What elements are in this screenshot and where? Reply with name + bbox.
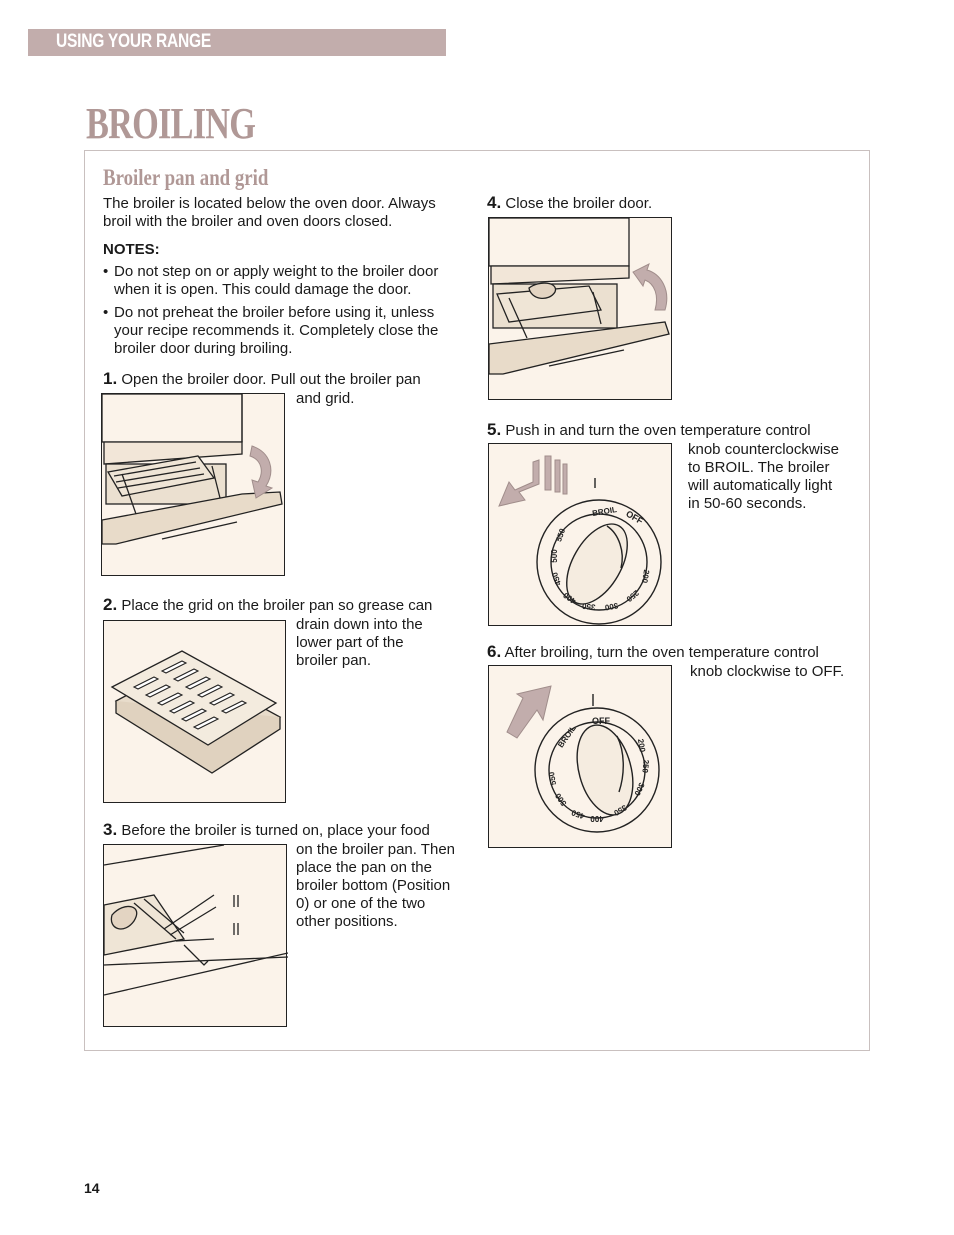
intro-line: The broiler is located below the oven do… (103, 195, 436, 212)
note-line: your recipe recommends it. Completely cl… (114, 322, 439, 339)
step-1: 1. Open the broiler door. Pull out the b… (103, 370, 421, 389)
step-line: on the broiler pan. Then (296, 841, 456, 858)
step-line: other positions. (296, 913, 398, 930)
dial-label: 450 (550, 571, 563, 587)
figure-grid-on-pan (103, 620, 286, 803)
page-title: BROILING (86, 99, 256, 148)
step-line: to BROIL. The broiler (688, 459, 830, 476)
door-close-arrow-icon (632, 263, 668, 311)
step-line: broiler pan. (296, 652, 372, 669)
figure-pan-in-oven (103, 844, 288, 1027)
step-line: 0) or one of the two (296, 895, 426, 912)
step-line: lower part of the (296, 634, 404, 651)
intro-line: broil with the broiler and oven doors cl… (103, 213, 393, 230)
step-line: Place the grid on the broiler pan so gre… (121, 597, 433, 614)
step-2: 2. Place the grid on the broiler pan so … (103, 596, 432, 615)
step-line: knob counterclockwise (688, 441, 839, 458)
step-line: in 50-60 seconds. (688, 495, 807, 512)
dial-label: BROIL (592, 505, 618, 518)
note-line: broiler door during broiling. (114, 340, 293, 357)
note-item: • Do not step on or apply weight to the … (103, 263, 463, 299)
step-line: broiler bottom (Position (296, 877, 451, 894)
dial-label: 550 (554, 527, 567, 543)
door-open-arrow-icon (249, 445, 274, 499)
step-3: 3. Before the broiler is turned on, plac… (103, 821, 430, 840)
bullet-icon: • (103, 304, 109, 321)
dial-label: 200 (636, 738, 647, 753)
step-line: and grid. (296, 390, 355, 407)
figure-broiler-close (488, 217, 672, 400)
step-line: Before the broiler is turned on, place y… (121, 822, 430, 839)
dial-label: 300 (604, 601, 619, 612)
step-6: 6. After broiling, turn the oven tempera… (487, 643, 819, 662)
note-line: Do not preheat the broiler before using … (114, 304, 435, 321)
step-line: place the pan on the (296, 859, 432, 876)
note-line: Do not step on or apply weight to the br… (114, 263, 439, 280)
dial-label: 400 (590, 814, 604, 823)
figure-dial-to-off: BROIL OFF 200 250 300 350 400 450 500 55… (488, 665, 672, 848)
step-number: 6. (487, 642, 502, 661)
dial-label: 550 (547, 771, 558, 786)
note-line: when it is open. This could damage the d… (114, 281, 412, 298)
notes-label: NOTES: (103, 241, 160, 258)
dial-label: 250 (640, 759, 650, 774)
step-number: 2. (103, 595, 118, 614)
step-number: 3. (103, 820, 118, 839)
dial-label: 500 (550, 549, 559, 563)
section-header-bar: USING YOUR RANGE (28, 29, 446, 56)
bullet-icon: • (103, 263, 109, 280)
step-line: Open the broiler door. Pull out the broi… (121, 371, 421, 388)
dial-label: 200 (640, 569, 651, 584)
step-number: 4. (487, 193, 502, 212)
clockwise-arrow-icon (506, 685, 552, 739)
section-label: USING YOUR RANGE (56, 31, 212, 52)
step-5: 5. Push in and turn the oven temperature… (487, 421, 811, 440)
dial-label: 450 (570, 808, 586, 821)
step-line: drain down into the (296, 616, 423, 633)
page-number: 14 (84, 1180, 100, 1196)
subheading: Broiler pan and grid (103, 165, 269, 190)
counterclockwise-arrow-icon (498, 455, 568, 507)
figure-dial-to-broil: BROIL OFF 200 250 300 350 400 450 500 55… (488, 443, 672, 626)
figure-broiler-open (101, 393, 285, 576)
step-4: 4. Close the broiler door. (487, 194, 652, 213)
content-panel (84, 150, 870, 1051)
dial-label: OFF (592, 716, 610, 726)
note-item: • Do not preheat the broiler before usin… (103, 304, 463, 358)
step-line: Push in and turn the oven temperature co… (505, 422, 811, 439)
step-number: 1. (103, 369, 118, 388)
step-number: 5. (487, 420, 502, 439)
step-line: knob clockwise to OFF. (690, 663, 845, 680)
step-line: Close the broiler door. (505, 195, 653, 212)
step-line: After broiling, turn the oven temperatur… (504, 644, 819, 661)
step-line: will automatically light (688, 477, 833, 494)
dial-label: 350 (581, 601, 596, 611)
